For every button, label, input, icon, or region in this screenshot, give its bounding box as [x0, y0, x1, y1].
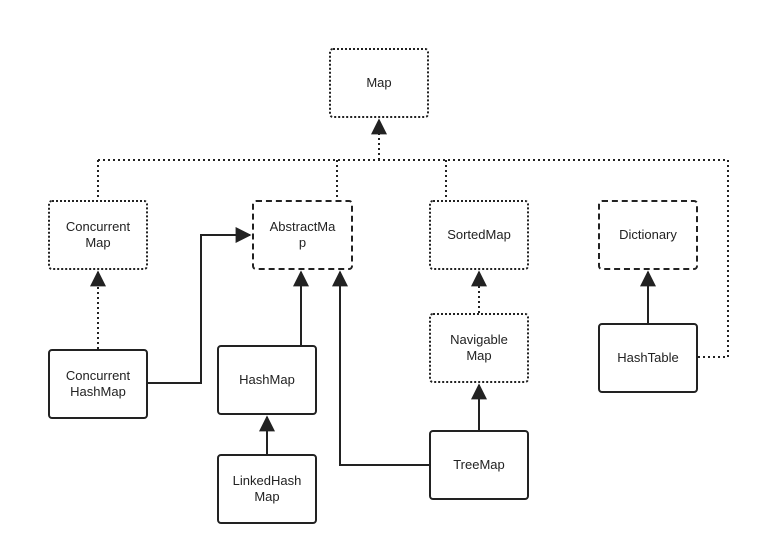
- map-label: Map: [366, 75, 392, 90]
- abstract-map-class-box[interactable]: AbstractMap: [252, 200, 353, 270]
- implements-map-connectors: [90, 118, 729, 358]
- sorted-map-interface-box[interactable]: SortedMap: [429, 200, 529, 270]
- hashtable-label: HashTable: [617, 350, 679, 365]
- extends-connectors: [148, 227, 656, 466]
- concurrent-hashmap-class-box[interactable]: Concurrent HashMap: [48, 349, 148, 419]
- navigable-map-interface-box[interactable]: Navigable Map: [429, 313, 529, 383]
- linked-hashmap-class-box[interactable]: LinkedHash Map: [217, 454, 317, 524]
- sorted-map-label: SortedMap: [447, 227, 511, 242]
- linked-hashmap-label: LinkedHash Map: [232, 473, 302, 504]
- concurrent-map-label: Concurrent Map: [65, 219, 131, 250]
- treemap-label: TreeMap: [453, 457, 505, 472]
- hashmap-label: HashMap: [239, 372, 295, 387]
- dictionary-label: Dictionary: [619, 227, 677, 242]
- treemap-to-abstract-map: [332, 270, 430, 466]
- concurrent-map-interface-box[interactable]: Concurrent Map: [48, 200, 148, 270]
- abstract-map-label: AbstractMap: [269, 219, 336, 250]
- navigable-map-label: Navigable Map: [450, 332, 508, 363]
- hashmap-class-box[interactable]: HashMap: [217, 345, 317, 415]
- dictionary-class-box[interactable]: Dictionary: [598, 200, 698, 270]
- treemap-class-box[interactable]: TreeMap: [429, 430, 529, 500]
- concurrent-hashmap-to-abstract-map: [148, 227, 252, 384]
- concurrent-hashmap-label: Concurrent HashMap: [65, 368, 131, 399]
- hashtable-class-box[interactable]: HashTable: [598, 323, 698, 393]
- map-interface-box[interactable]: Map: [329, 48, 429, 118]
